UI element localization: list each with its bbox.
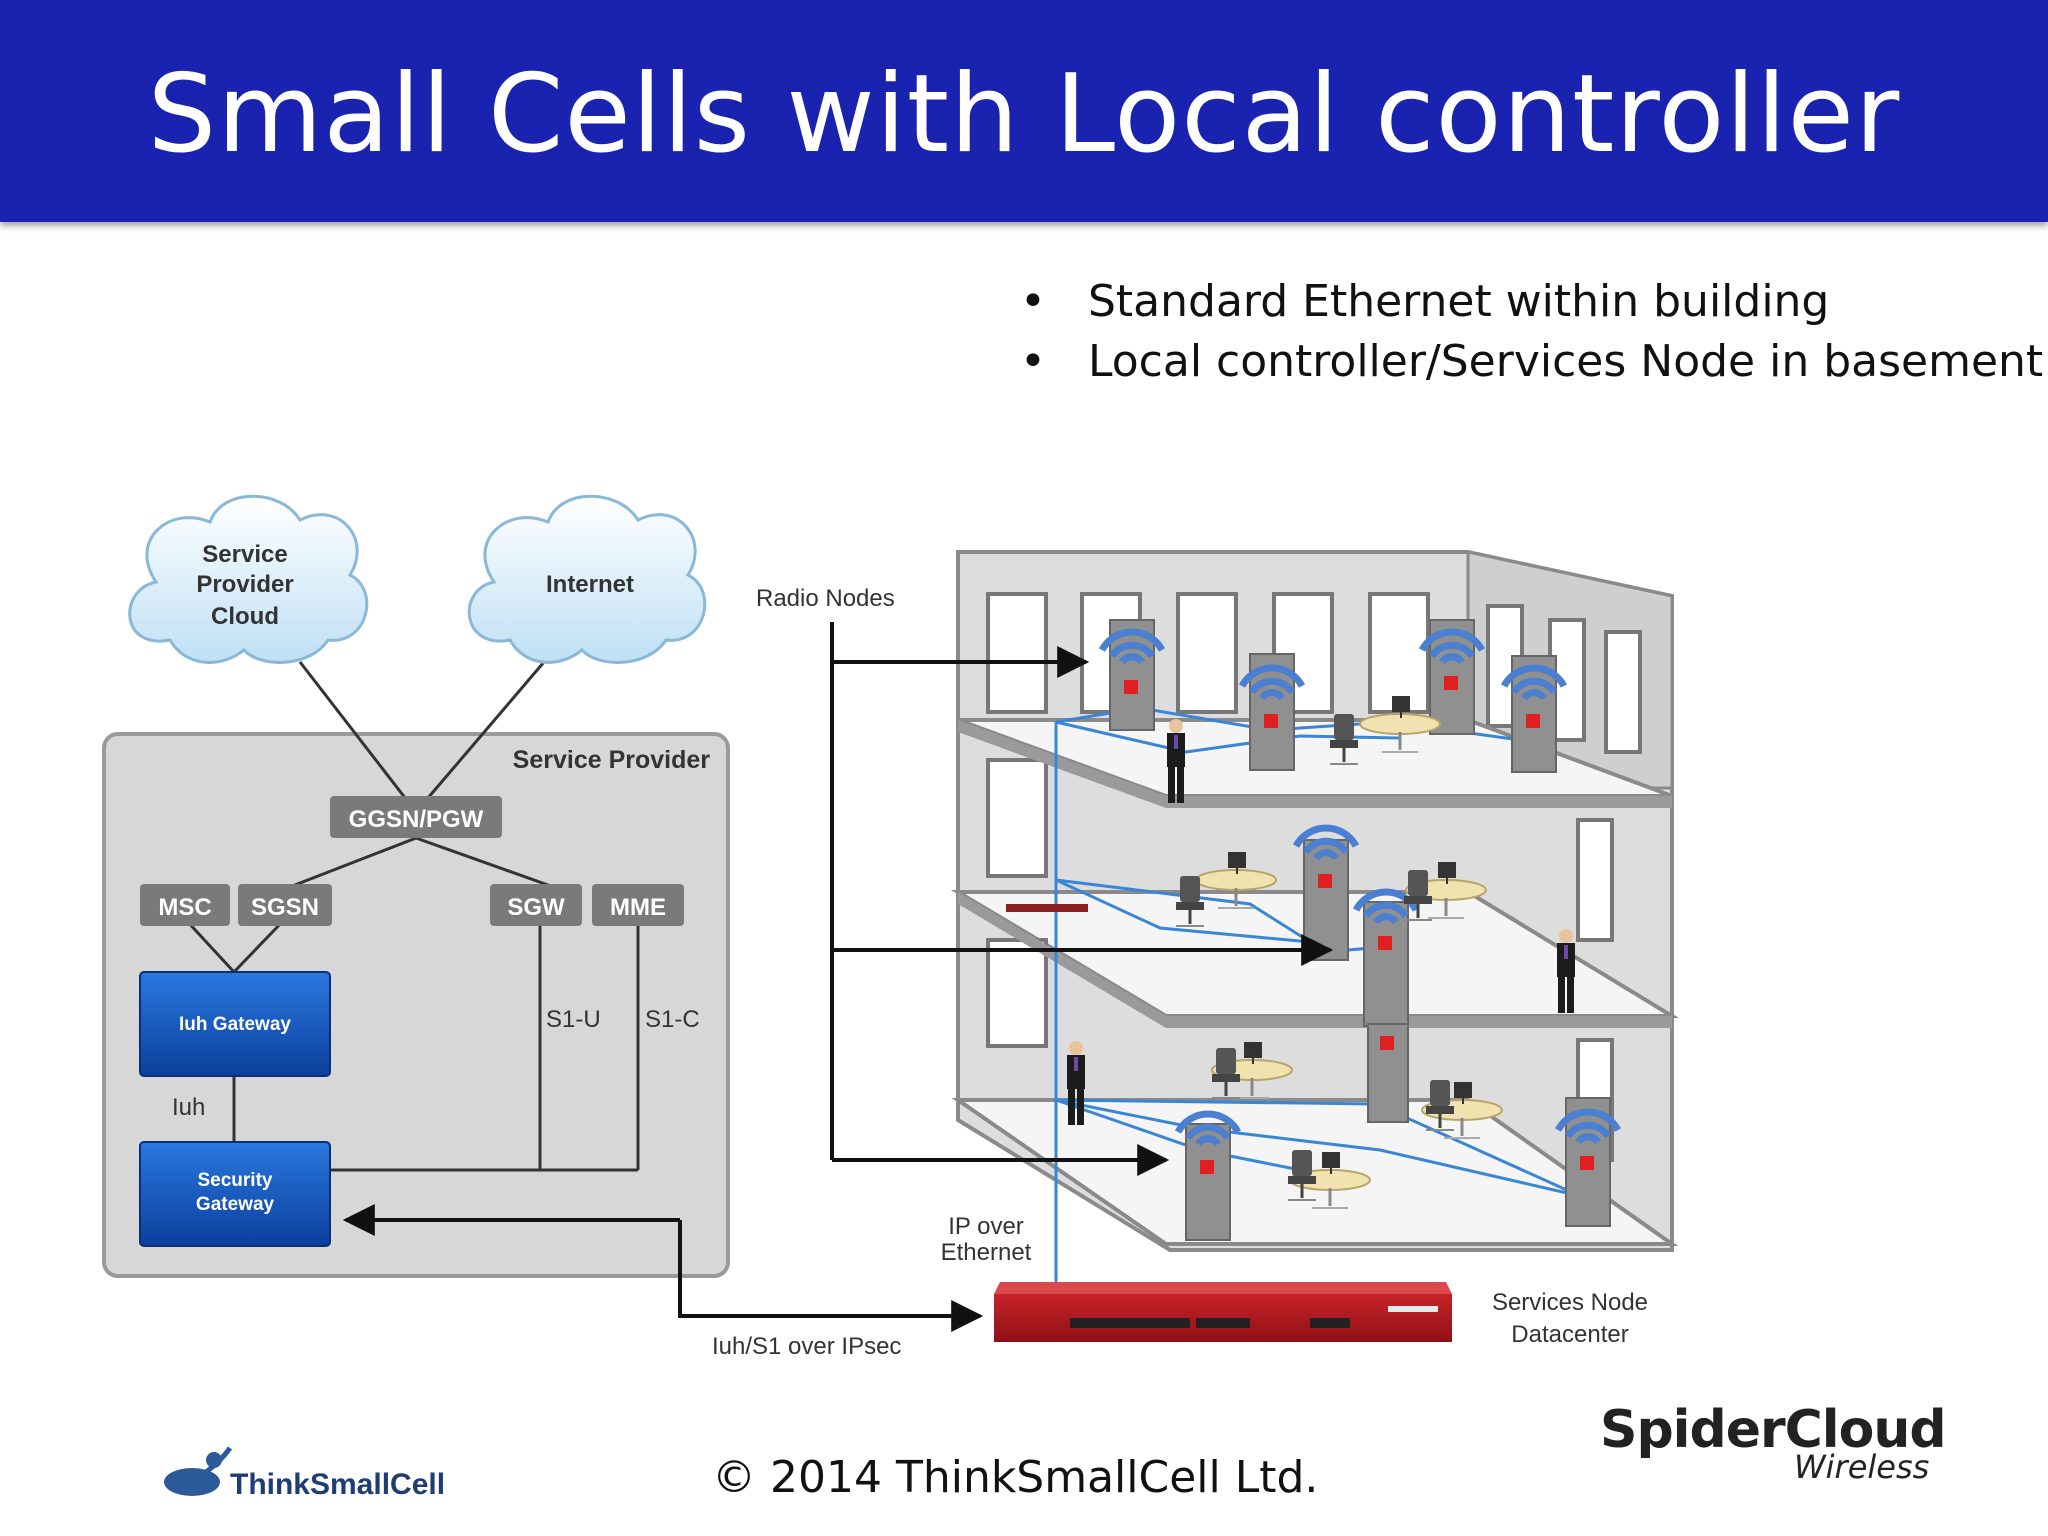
cloud-label-line: Cloud xyxy=(211,603,279,630)
radio-node xyxy=(1178,1114,1238,1241)
radio-node xyxy=(1504,655,1564,773)
service-provider-label: Service Provider xyxy=(513,746,711,774)
radio-node xyxy=(1367,1023,1409,1123)
thinksmallcell-logo-mark xyxy=(164,1446,233,1496)
internet-cloud: Internet xyxy=(467,494,707,664)
msc-node: MSC xyxy=(140,884,230,926)
radio-node xyxy=(1102,619,1162,731)
ip-over-ethernet-label-line: IP over xyxy=(948,1213,1024,1240)
iuh-gateway: Iuh Gateway xyxy=(139,971,331,1077)
security-gateway: Security Gateway xyxy=(139,1141,331,1247)
bullet-list: Standard Ethernet within building Local … xyxy=(1020,272,2043,392)
thinksmallcell-logo: ThinkSmallCell xyxy=(230,1468,446,1501)
copyright-text: © 2014 ThinkSmallCell Ltd. xyxy=(712,1452,1319,1503)
spidercloud-logo: SpiderCloud xyxy=(1600,1400,1947,1460)
msc-label: MSC xyxy=(158,894,211,921)
radio-node xyxy=(1558,1097,1618,1227)
radio-nodes-label: Radio Nodes xyxy=(756,585,895,612)
iuh-s1-ipsec-label: Iuh/S1 over IPsec xyxy=(712,1333,901,1360)
spidercloud-logo-subtitle: Wireless xyxy=(1794,1448,1930,1486)
bullet-item: Local controller/Services Node in baseme… xyxy=(1020,332,2043,392)
iuh-link-label: Iuh xyxy=(172,1094,205,1121)
ip-over-ethernet-label-line: Ethernet xyxy=(941,1239,1032,1266)
radio-node xyxy=(1242,653,1302,771)
ggsn-label: GGSN/PGW xyxy=(349,806,484,833)
services-node-rack xyxy=(994,1282,1452,1342)
radio-node xyxy=(1422,619,1482,735)
sgw-node: SGW xyxy=(490,884,582,926)
iuh-gateway-label: Iuh Gateway xyxy=(179,1014,291,1035)
s1c-label: S1-C xyxy=(645,1006,700,1033)
service-provider-cloud: Service Provider Cloud xyxy=(128,494,369,664)
cloud-label-line: Provider xyxy=(196,571,293,598)
security-gateway-label-line: Gateway xyxy=(196,1194,275,1215)
service-provider-box xyxy=(102,732,730,1278)
cloud-label-line: Service xyxy=(202,541,287,568)
sgw-label: SGW xyxy=(507,894,565,921)
title-bar: Small Cells with Local controller xyxy=(0,0,2048,222)
bullet-item: Standard Ethernet within building xyxy=(1020,272,2043,332)
mme-node: MME xyxy=(592,884,684,926)
switch-bar xyxy=(1006,904,1088,912)
s1u-label: S1-U xyxy=(546,1006,601,1033)
sgsn-label: SGSN xyxy=(251,894,319,921)
internet-label: Internet xyxy=(546,571,634,598)
radio-node xyxy=(1356,892,1416,1027)
slide-title: Small Cells with Local controller xyxy=(147,52,1901,177)
sgsn-node: SGSN xyxy=(238,884,332,926)
security-gateway-label-line: Security xyxy=(198,1170,273,1191)
services-node-label-line: Services Node xyxy=(1492,1289,1648,1316)
radio-node xyxy=(1296,828,1356,961)
services-node-label-line: Datacenter xyxy=(1511,1321,1628,1348)
ggsn-pgw-node: GGSN/PGW xyxy=(330,796,502,838)
mme-label: MME xyxy=(610,894,666,921)
